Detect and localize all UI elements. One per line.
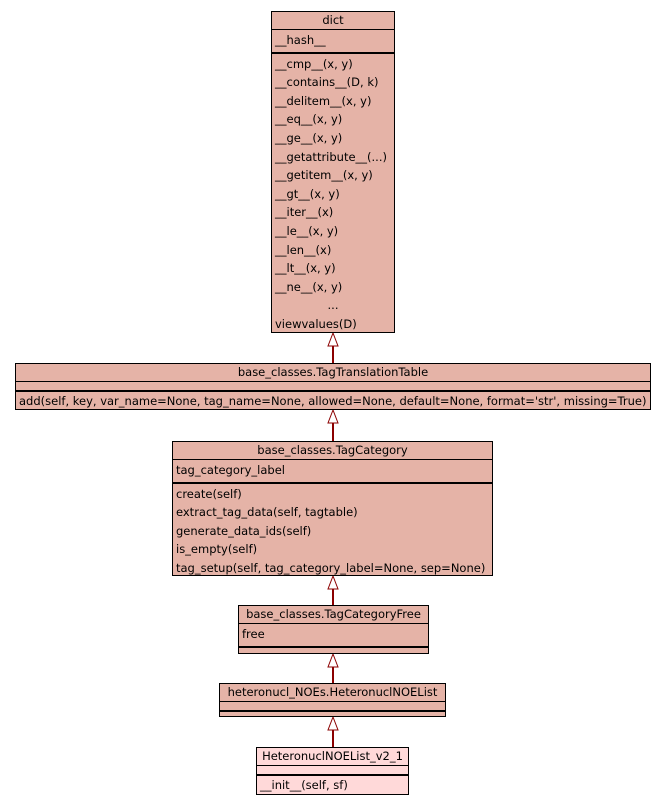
method: __gt__(x, y) [275,186,340,201]
class-heteronucl-noe-list-v2-1[interactable]: HeteronuclNOEList_v2_1 __init__(self, sf… [256,747,409,795]
method: viewvalues(D) [275,316,357,331]
attribute: tag_category_label [176,463,285,477]
methods-section [239,645,428,656]
attributes-section: free [239,623,428,646]
attribute: free [242,627,265,641]
class-title: HeteronuclNOEList_v2_1 [262,749,403,763]
attributes-section: __hash__ [272,29,394,52]
arrowhead-noe [327,715,339,731]
method: __cmp__(x, y) [275,56,353,71]
class-tag-category-free[interactable]: base_classes.TagCategoryFree free [238,605,429,654]
method: tag_setup(self, tag_category_label=None,… [176,560,486,575]
class-heteronucl-noe-list[interactable]: heteronucl_NOEs.HeteronuclNOEList [219,683,446,717]
class-title: base_classes.TagCategory [257,443,408,457]
method: __getitem__(x, y) [275,168,373,183]
method: __contains__(D, k) [275,75,379,90]
attributes-section [16,381,650,390]
attribute: __hash__ [275,33,326,47]
methods-section [220,710,445,720]
attributes-section: tag_category_label [173,459,492,482]
class-title: base_classes.TagTranslationTable [237,365,429,379]
arrowhead-free [327,652,339,668]
method: __eq__(x, y) [275,112,343,127]
arrowhead-dict [327,331,339,347]
methods-section: __init__(self, sf) [257,774,408,795]
method: __delitem__(x, y) [275,93,372,108]
method: __le__(x, y) [275,223,339,238]
class-tag-translation-table[interactable]: base_classes.TagTranslationTable add(sel… [15,363,651,410]
methods-section: create(self) extract_tag_data(self, tagt… [173,481,492,580]
methods-section: add(self, key, var_name=None, tag_name=N… [16,390,650,411]
attributes-section [257,765,408,774]
method: __len__(x) [275,242,332,257]
method: extract_tag_data(self, tagtable) [176,505,358,520]
class-dict[interactable]: dict __hash__ __cmp__(x, y) __contains__… [271,11,395,333]
class-title: heteronucl_NOEs.HeteronuclNOEList [227,685,438,699]
attributes-section [220,701,445,710]
method: __iter__(x) [275,205,334,220]
class-title: base_classes.TagCategoryFree [246,607,421,621]
method: __getattribute__(...) [275,149,387,164]
method: is_empty(self) [176,542,258,557]
method: create(self) [176,486,242,501]
class-title: dict [322,13,344,27]
arrowhead-translation [327,408,339,424]
method: __lt__(x, y) [275,261,336,276]
method: __ne__(x, y) [275,279,343,294]
method-ellipsis: ... [327,298,339,313]
method: __init__(self, sf) [260,778,348,792]
arrowhead-category [327,574,339,590]
method: generate_data_ids(self) [176,523,312,538]
class-tag-category[interactable]: base_classes.TagCategory tag_category_la… [172,441,493,576]
method: add(self, key, var_name=None, tag_name=N… [19,394,647,408]
method: __ge__(x, y) [275,130,343,145]
methods-section: __cmp__(x, y) __contains__(D, k) __delit… [272,51,394,336]
